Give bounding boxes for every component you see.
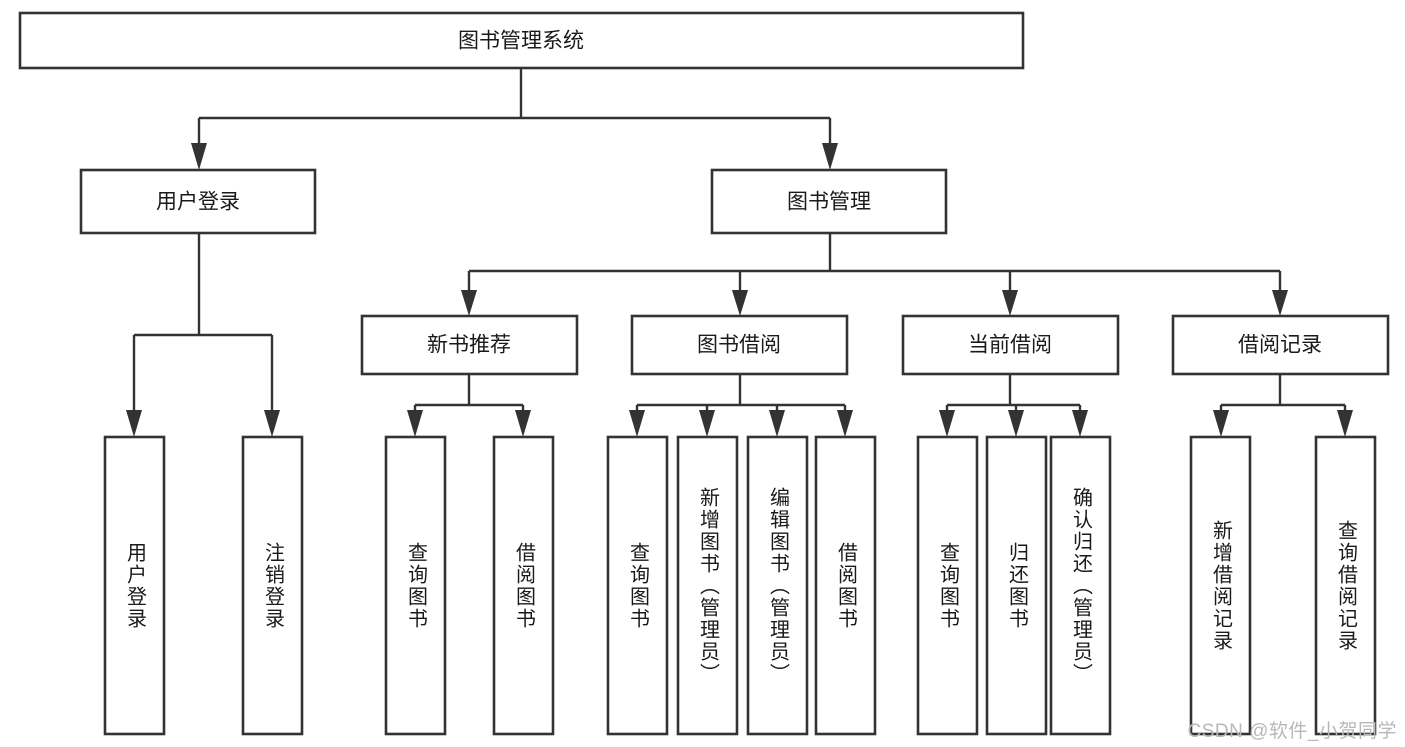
node-box-leaf-return-book[interactable] [985, 435, 1048, 736]
node-label-user-login: 用户登录 [156, 191, 240, 214]
arrow-head-leaf-query-book-2 [629, 410, 645, 437]
node-box-borrow-record[interactable] [1171, 314, 1390, 376]
connector-group-book-manage [461, 233, 1288, 316]
node-box-leaf-user-login[interactable] [103, 435, 166, 736]
node-box-leaf-borrow-book-1[interactable] [492, 435, 555, 736]
arrow-head-leaf-edit-book [769, 410, 785, 437]
arrow-head-new-book-recommend [461, 290, 477, 316]
arrow-head-book-borrow [732, 290, 748, 316]
node-label-book-borrow: 图书借阅 [697, 334, 781, 357]
arrow-head-current-borrow [1002, 290, 1018, 316]
node-label-borrow-record: 借阅记录 [1238, 334, 1322, 357]
arrow-head-leaf-add-record [1213, 410, 1229, 437]
node-box-leaf-confirm-return[interactable] [1049, 435, 1112, 736]
connector-group-borrow-record [1213, 374, 1353, 437]
node-box-leaf-borrow-book-2[interactable] [814, 435, 877, 736]
arrow-head-leaf-query-book-3 [939, 410, 955, 437]
node-box-leaf-query-record[interactable] [1314, 435, 1377, 736]
node-box-current-borrow[interactable] [901, 314, 1120, 376]
arrow-head-book-manage [822, 143, 838, 170]
arrow-head-leaf-borrow-book-2 [837, 410, 853, 437]
node-box-root[interactable] [18, 11, 1025, 70]
node-box-leaf-add-book[interactable] [676, 435, 739, 736]
watermark-csdn: CSDN @软件_小贺同学 [1187, 721, 1397, 742]
node-box-leaf-user-logout[interactable] [241, 435, 304, 736]
node-label-current-borrow: 当前借阅 [968, 334, 1052, 357]
connector-group-root [191, 68, 838, 170]
node-label-book-manage: 图书管理 [787, 191, 871, 214]
arrow-head-leaf-user-logout [264, 410, 280, 437]
node-label-new-book-recommend: 新书推荐 [427, 334, 511, 357]
node-box-user-login[interactable] [79, 168, 317, 235]
arrow-head-borrow-record [1272, 290, 1288, 316]
arrow-head-user-login [191, 143, 207, 170]
connector-group-current-borrow [939, 374, 1088, 437]
connector-group-new-book-recommend [407, 374, 531, 437]
node-label-root: 图书管理系统 [458, 30, 584, 53]
node-box-leaf-query-book-3[interactable] [916, 435, 979, 736]
node-box-leaf-query-book-2[interactable] [606, 435, 669, 736]
arrow-head-leaf-return-book [1008, 410, 1024, 437]
node-box-book-borrow[interactable] [630, 314, 849, 376]
arrow-head-leaf-query-record [1337, 410, 1353, 437]
arrow-head-leaf-add-book [699, 410, 715, 437]
node-box-book-manage[interactable] [710, 168, 948, 235]
node-box-new-book-recommend[interactable] [360, 314, 579, 376]
node-box-leaf-add-record[interactable] [1189, 435, 1252, 736]
connector-group-user-login [126, 233, 280, 437]
connector-group-book-borrow [629, 374, 853, 437]
arrow-head-leaf-confirm-return [1072, 410, 1088, 437]
node-box-leaf-query-book-1[interactable] [384, 435, 447, 736]
arrow-head-leaf-user-login [126, 410, 142, 437]
node-box-leaf-edit-book[interactable] [746, 435, 809, 736]
arrow-head-leaf-borrow-book-1 [515, 410, 531, 437]
arrow-head-leaf-query-book-1 [407, 410, 423, 437]
